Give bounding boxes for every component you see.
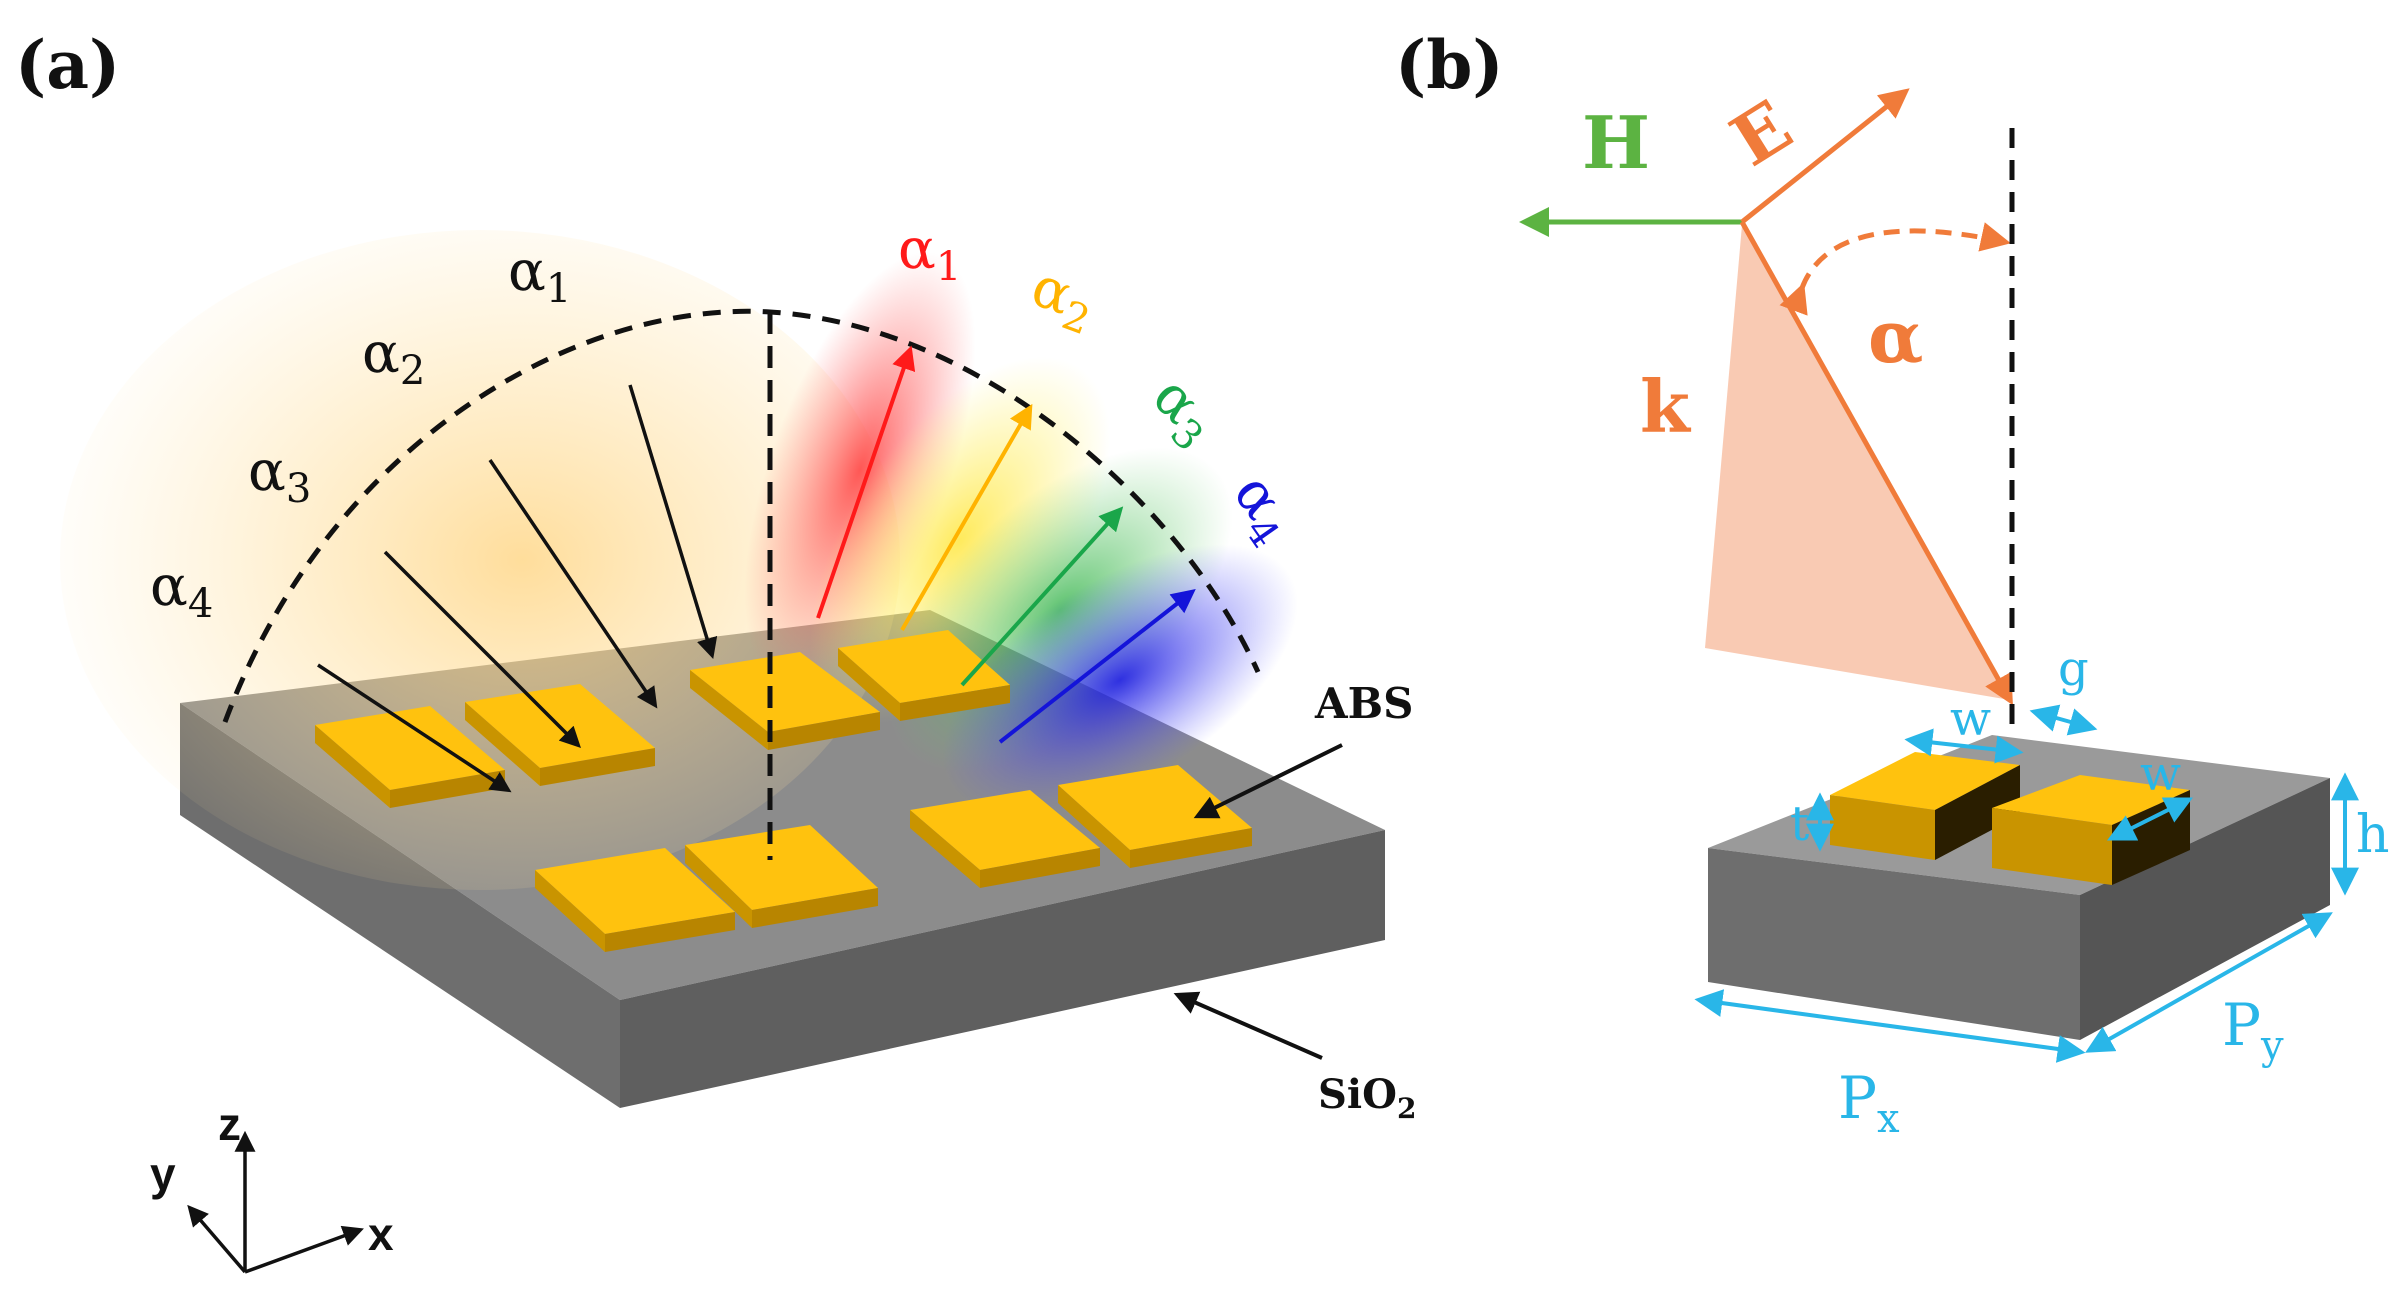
x-axis bbox=[244, 1225, 364, 1274]
incident-arrow-1 bbox=[628, 384, 718, 660]
resonator-6 bbox=[685, 825, 878, 928]
coordinate-axes: z y x bbox=[150, 1098, 394, 1274]
gold-resonators bbox=[315, 630, 1252, 952]
reflected-arrow-2 bbox=[900, 403, 1033, 631]
y-axis bbox=[187, 1204, 247, 1274]
alpha-arc bbox=[1779, 222, 2011, 316]
abs-label: ABS bbox=[1314, 679, 1413, 728]
light-glows bbox=[60, 230, 1298, 890]
resonator-3 bbox=[690, 652, 880, 750]
py-label: Py bbox=[2222, 991, 2284, 1069]
reflected-arrow-1 bbox=[816, 345, 916, 619]
sio2-label: SiO2 bbox=[1318, 1071, 1416, 1125]
k-vector-label: k bbox=[1640, 364, 1692, 449]
h-label: h bbox=[2356, 805, 2390, 865]
blue-glow bbox=[942, 544, 1298, 816]
incident-arrow-2 bbox=[488, 459, 658, 709]
resonator-8 bbox=[1058, 765, 1252, 868]
reflected-arrow-4 bbox=[998, 589, 1196, 744]
incident-angle-labels: α4 α3 α2 α1 bbox=[150, 239, 571, 627]
incident-label-3: α3 bbox=[248, 439, 311, 512]
incident-label-1: α1 bbox=[508, 239, 571, 312]
substrate-side-face bbox=[620, 830, 1385, 1108]
h-field-label: H bbox=[1582, 100, 1650, 185]
g-dimension bbox=[2029, 704, 2098, 736]
incident-arrow-3 bbox=[383, 550, 581, 748]
dimension-lines bbox=[1694, 704, 2359, 1063]
k-plane bbox=[1705, 225, 2010, 700]
resonator-5 bbox=[535, 848, 735, 952]
resonator-1 bbox=[315, 706, 505, 808]
w1-label: w bbox=[1950, 691, 1991, 747]
x-axis-label: x bbox=[368, 1208, 394, 1260]
py-dimension bbox=[2085, 912, 2333, 1053]
angle-arc bbox=[222, 308, 1261, 723]
incident-label-4: α4 bbox=[150, 554, 213, 627]
resonator-7 bbox=[910, 790, 1100, 888]
px-dimension bbox=[1694, 989, 2086, 1063]
incident-glow bbox=[60, 230, 900, 890]
panel-b-label: (b) bbox=[1395, 26, 1504, 104]
dimension-labels: w w g t h Px Py bbox=[1790, 641, 2390, 1142]
t-label: t bbox=[1790, 796, 1809, 852]
z-axis-label: z bbox=[218, 1098, 241, 1150]
yellow-glow bbox=[809, 356, 1111, 724]
resonator-left bbox=[1830, 752, 2020, 860]
panel-b: (b) H E k α bbox=[1395, 26, 2390, 1142]
red-glow bbox=[744, 251, 976, 689]
reflected-label-3: α3 bbox=[1134, 364, 1230, 460]
incident-arrows bbox=[317, 384, 718, 793]
panel-a: (a) bbox=[15, 26, 1416, 1274]
reflected-arrows bbox=[816, 345, 1196, 744]
abs-pointer bbox=[1193, 743, 1343, 819]
reflected-label-2: α2 bbox=[1020, 254, 1104, 344]
y-axis-label: y bbox=[150, 1148, 176, 1200]
sio2-pointer bbox=[1173, 991, 1323, 1060]
w1-dimension bbox=[1904, 728, 2024, 764]
w2-label: w bbox=[2140, 746, 2181, 802]
incident-label-2: α2 bbox=[362, 321, 425, 394]
e-field-label: E bbox=[1717, 84, 1806, 183]
reflected-arrow-3 bbox=[960, 506, 1124, 687]
resonator-4 bbox=[838, 630, 1010, 721]
px-label: Px bbox=[1838, 1064, 1900, 1142]
g-label: g bbox=[2058, 641, 2089, 697]
panel-a-label: (a) bbox=[15, 26, 120, 104]
e-field-arrow bbox=[1740, 88, 1910, 224]
incident-arrow-4 bbox=[317, 663, 512, 793]
w2-dimension bbox=[2106, 797, 2194, 841]
alpha-label: α bbox=[1868, 294, 1923, 379]
reflected-label-1: α1 bbox=[898, 217, 961, 290]
